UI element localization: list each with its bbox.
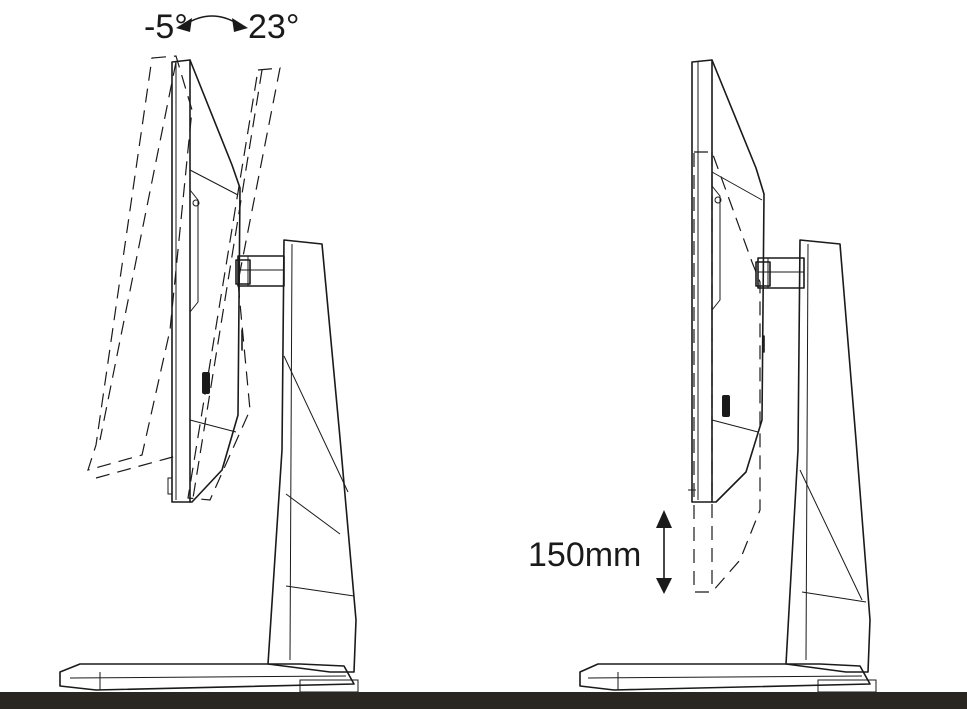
height-stand-base	[579, 663, 877, 693]
tilt-monitor-panel	[167, 59, 241, 503]
tilt-back-ghost-outline	[187, 67, 281, 501]
height-range-label: 150mm	[528, 536, 641, 574]
tilt-forward-ghost-outline	[87, 55, 193, 479]
height-figure: 150mm	[528, 59, 877, 693]
height-lowered-ghost-outline	[693, 151, 761, 593]
height-stand-neck	[785, 239, 871, 673]
height-double-arrow-icon	[656, 510, 672, 594]
tilt-double-arrow-icon	[176, 15, 248, 32]
height-hinge-bracket	[755, 257, 805, 353]
tilt-figure: -5° 23°	[59, 8, 359, 693]
tilt-stand-base	[59, 663, 359, 693]
desk-surface	[0, 692, 967, 709]
height-monitor-panel	[688, 59, 765, 503]
tilt-max-label: 23°	[248, 8, 299, 46]
tilt-stand-neck	[267, 239, 357, 673]
